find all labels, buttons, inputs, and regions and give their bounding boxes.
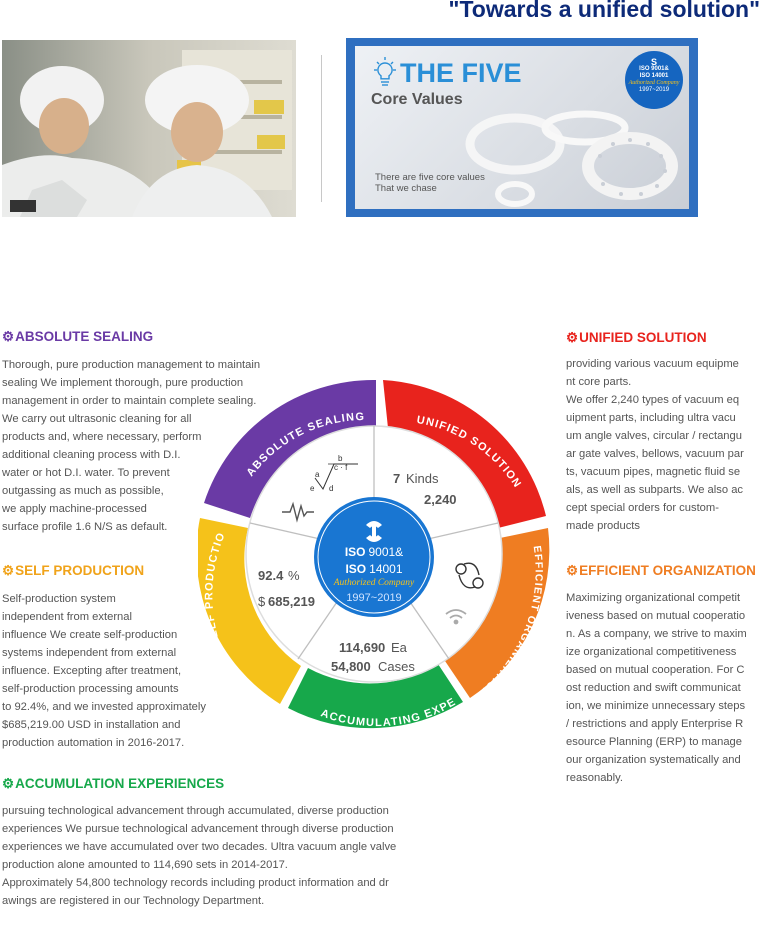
company-logo-icon	[366, 521, 382, 542]
svg-text:Kinds: Kinds	[406, 471, 439, 486]
waveform-icon	[282, 501, 314, 523]
svg-text:1997~2019: 1997~2019	[346, 592, 401, 604]
svg-text:7: 7	[393, 471, 400, 486]
svg-text:d: d	[329, 484, 333, 493]
banner-title: THE FIVE	[400, 58, 522, 88]
svg-text:b: b	[338, 454, 343, 463]
five-core-values-banner: THE FIVE Core Values There are five core…	[346, 38, 698, 217]
workers-photo	[2, 40, 296, 217]
absolute-sealing-text: Thorough, pure production management to …	[2, 359, 261, 533]
five-values-wheel: ABSOLUTE SEALING UNIFIED SOLUTION EFFICI…	[198, 378, 550, 729]
self-production-stat: 92.4 % $ 685,219	[258, 568, 315, 609]
svg-text:$: $	[258, 594, 266, 609]
svg-text:%: %	[288, 568, 300, 583]
ring-segment-absolute	[204, 379, 376, 518]
ring-segment-unified	[383, 380, 546, 528]
efficient-organization-text: Maximizing organizational competit ivene…	[566, 592, 747, 784]
banner-subtitle: Core Values	[371, 91, 463, 108]
gear-icon: ⚙	[566, 330, 579, 345]
page-headline: "Towards a unified solution"	[448, 0, 760, 22]
svg-text:e: e	[310, 484, 315, 493]
accumulation-title: ⚙ACCUMULATION EXPERIENCES	[2, 776, 225, 791]
divider	[321, 55, 322, 202]
gear-icon: ⚙	[2, 776, 15, 791]
accumulation-text: pursuing technological advancement throu…	[2, 805, 397, 907]
unified-solution-title: ⚙UNIFIED SOLUTION	[566, 330, 707, 345]
unified-solution-text: providing various vacuum equipme nt core…	[566, 358, 744, 532]
svg-text:Cases: Cases	[378, 659, 415, 674]
svg-text:685,219: 685,219	[268, 594, 315, 609]
ring-segment-accumulating	[288, 664, 463, 729]
self-production-text: Self-production system independent from …	[2, 593, 206, 749]
accumulation-stat: 114,690 Ea 54,800 Cases	[331, 640, 415, 674]
svg-text:Ea: Ea	[391, 640, 408, 655]
svg-text:54,800: 54,800	[331, 659, 371, 674]
banner-note: There are five core values That we chase	[375, 172, 485, 194]
lightbulb-icon	[374, 57, 396, 86]
wifi-icon	[445, 609, 467, 625]
svg-text:Authorized Company: Authorized Company	[333, 578, 415, 588]
gear-icon: ⚙	[2, 329, 15, 344]
efficient-organization-title: ⚙EFFICIENT ORGANIZATION	[566, 563, 756, 578]
company-logo-icon: S	[650, 57, 657, 67]
surface-roughness-icon: b c · f a e d	[310, 454, 358, 493]
svg-text:2,240: 2,240	[424, 492, 457, 507]
cycle-arrows-icon	[455, 562, 484, 589]
svg-text:92.4: 92.4	[258, 568, 284, 583]
gear-icon: ⚙	[566, 563, 579, 578]
svg-text:114,690: 114,690	[339, 640, 385, 655]
svg-text:a: a	[315, 470, 320, 479]
gasket-rings-graphic	[465, 110, 678, 207]
svg-text:c · f: c · f	[334, 463, 348, 472]
gear-icon: ⚙	[2, 563, 15, 578]
self-production-title: ⚙SELF PRODUCTION	[2, 563, 145, 578]
ring-segment-efficient	[443, 528, 550, 698]
kinds-stat: 7 Kinds 2,240	[393, 471, 457, 507]
iso-badge: S ISO 9001& ISO 14001 Authorized Company…	[625, 51, 683, 109]
ring-segment-self	[198, 518, 301, 704]
absolute-sealing-title: ⚙ABSOLUTE SEALING	[2, 329, 154, 344]
